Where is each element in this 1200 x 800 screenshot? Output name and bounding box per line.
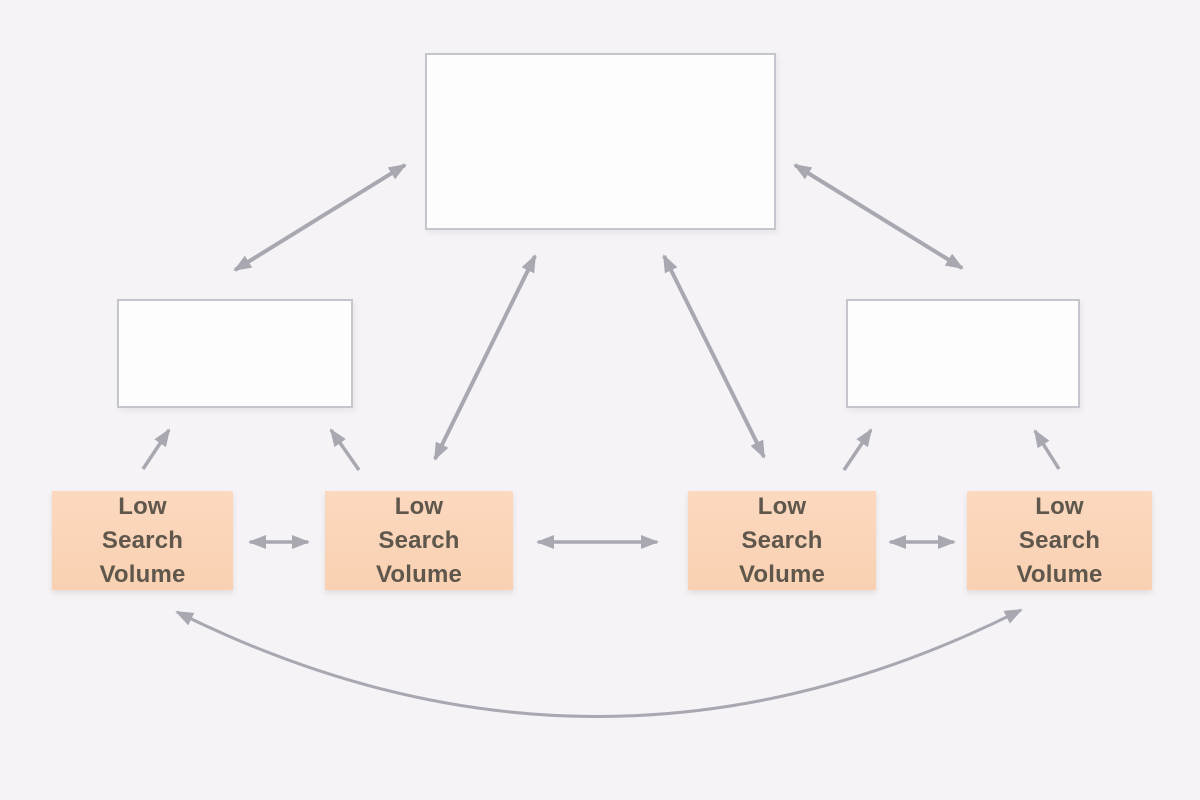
- node-low-search-volume-3: Low Search Volume: [688, 491, 876, 590]
- node-low-search-volume-1: Low Search Volume: [52, 491, 233, 590]
- arrow-top-to-midleft: [233, 163, 407, 272]
- arrow-bottom3-to-midright: [842, 428, 873, 471]
- arrow-bottom2-to-midleft: [329, 428, 361, 472]
- node-low-search-volume-2: Low Search Volume: [325, 491, 513, 590]
- arrow-bottom1-to-bottom4-curved: [175, 608, 1023, 718]
- node-low-search-volume-4: Low Search Volume: [967, 491, 1152, 590]
- node-low-search-volume-4-label: Low Search Volume: [1016, 492, 1103, 588]
- node-mid-left: [117, 299, 353, 408]
- arrow-bottom4-to-midright: [1033, 429, 1061, 470]
- arrow-top-to-midright: [793, 163, 964, 270]
- node-top-center: [425, 53, 776, 230]
- node-low-search-volume-2-label: Low Search Volume: [375, 492, 463, 588]
- node-low-search-volume-1-label: Low Search Volume: [99, 492, 186, 588]
- node-mid-right: [846, 299, 1080, 408]
- arrow-bottom3-to-top: [662, 254, 766, 459]
- arrow-bottom1-to-midleft: [141, 428, 171, 470]
- arrow-bottom2-to-top: [433, 254, 537, 461]
- node-low-search-volume-3-label: Low Search Volume: [738, 492, 826, 588]
